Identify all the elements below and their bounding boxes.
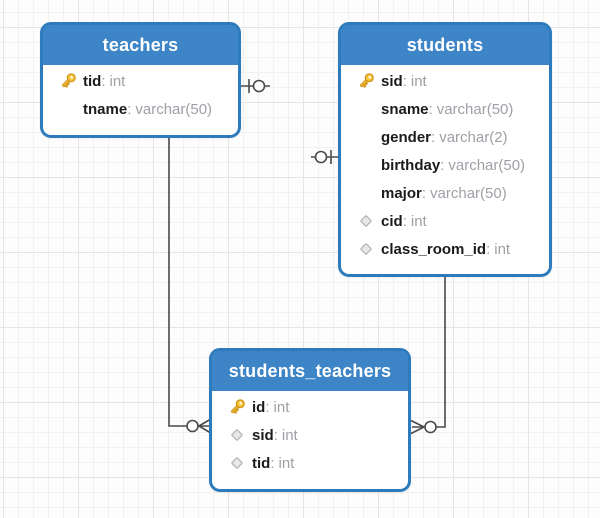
table-teachers-header[interactable]: teachers [43,25,238,65]
field-type: int [278,454,295,472]
field-type: int [494,240,511,258]
field-separator: : [101,72,106,90]
field-separator: : [402,212,407,230]
field-separator: : [486,240,491,258]
field-name: tid [83,72,102,90]
field-row-major[interactable]: major:varchar(50) [341,179,549,207]
field-separator: : [421,184,427,202]
field-separator: : [440,156,445,174]
table-students_teachers-fields: id:int sid:int tid:int [212,391,408,477]
table-students-header[interactable]: students [341,25,549,65]
field-row-gender[interactable]: gender:varchar(2) [341,123,549,151]
key-icon [351,71,381,91]
field-row-sname[interactable]: sname:varchar(50) [341,95,549,123]
table-students-fields: sid:int sname:varchar(50) gender:varchar… [341,65,549,263]
field-name: tname [83,100,128,118]
relationship-teachers-students-stub-teachers[interactable] [241,79,270,93]
field-name: sid [381,72,403,90]
field-type: int [410,72,427,90]
relationship-teachers-students-stub-students[interactable] [311,150,338,164]
field-name: birthday [381,156,441,174]
field-row-sid[interactable]: sid:int [212,421,408,449]
table-title: students_teachers [228,360,392,381]
field-type: varchar(2) [439,128,508,146]
field-name: tid [252,454,271,472]
field-separator: : [402,72,407,90]
table-title: students [406,34,484,55]
field-type: int [109,72,126,90]
field-row-birthday[interactable]: birthday:varchar(50) [341,151,549,179]
field-row-class_room_id[interactable]: class_room_id:int [341,235,549,263]
field-name: gender [381,128,432,146]
relationship-students-students_teachers[interactable] [410,277,446,435]
diamond-icon [351,213,381,229]
field-name: sname [381,100,429,118]
field-separator: : [270,454,275,472]
table-students_teachers[interactable]: students_teachers id:int sid:int tid:int [209,348,411,492]
field-type: int [281,426,298,444]
field-separator: : [431,128,436,146]
field-row-id[interactable]: id:int [212,393,408,421]
table-title: teachers [102,34,179,55]
field-row-cid[interactable]: cid:int [341,207,549,235]
relationship-teachers-students_teachers[interactable] [168,138,211,434]
key-icon [222,397,252,417]
field-separator: : [265,398,270,416]
key-icon [53,71,83,91]
field-separator: : [127,100,132,118]
table-students[interactable]: students sid:int sname:varchar(50) gende… [338,22,552,277]
field-row-tid[interactable]: tid:int [212,449,408,477]
field-name: major [381,184,422,202]
field-name: sid [252,426,274,444]
field-type: varchar(50) [448,156,526,174]
field-separator: : [273,426,278,444]
field-name: cid [381,212,403,230]
field-type: varchar(50) [135,100,213,118]
field-type: int [410,212,427,230]
field-row-tname[interactable]: tname:varchar(50) [43,95,238,123]
diamond-icon [222,455,252,471]
table-teachers[interactable]: teachers tid:int tname:varchar(50) [40,22,241,138]
field-name: id [252,398,266,416]
diamond-icon [222,427,252,443]
field-row-sid[interactable]: sid:int [341,67,549,95]
diamond-icon [351,241,381,257]
field-separator: : [428,100,433,118]
table-teachers-fields: tid:int tname:varchar(50) [43,65,238,123]
field-type: int [273,398,290,416]
field-type: varchar(50) [436,100,514,118]
field-type: varchar(50) [430,184,507,202]
field-name: class_room_id [381,240,487,258]
table-students_teachers-header[interactable]: students_teachers [212,351,408,391]
field-row-tid[interactable]: tid:int [43,67,238,95]
